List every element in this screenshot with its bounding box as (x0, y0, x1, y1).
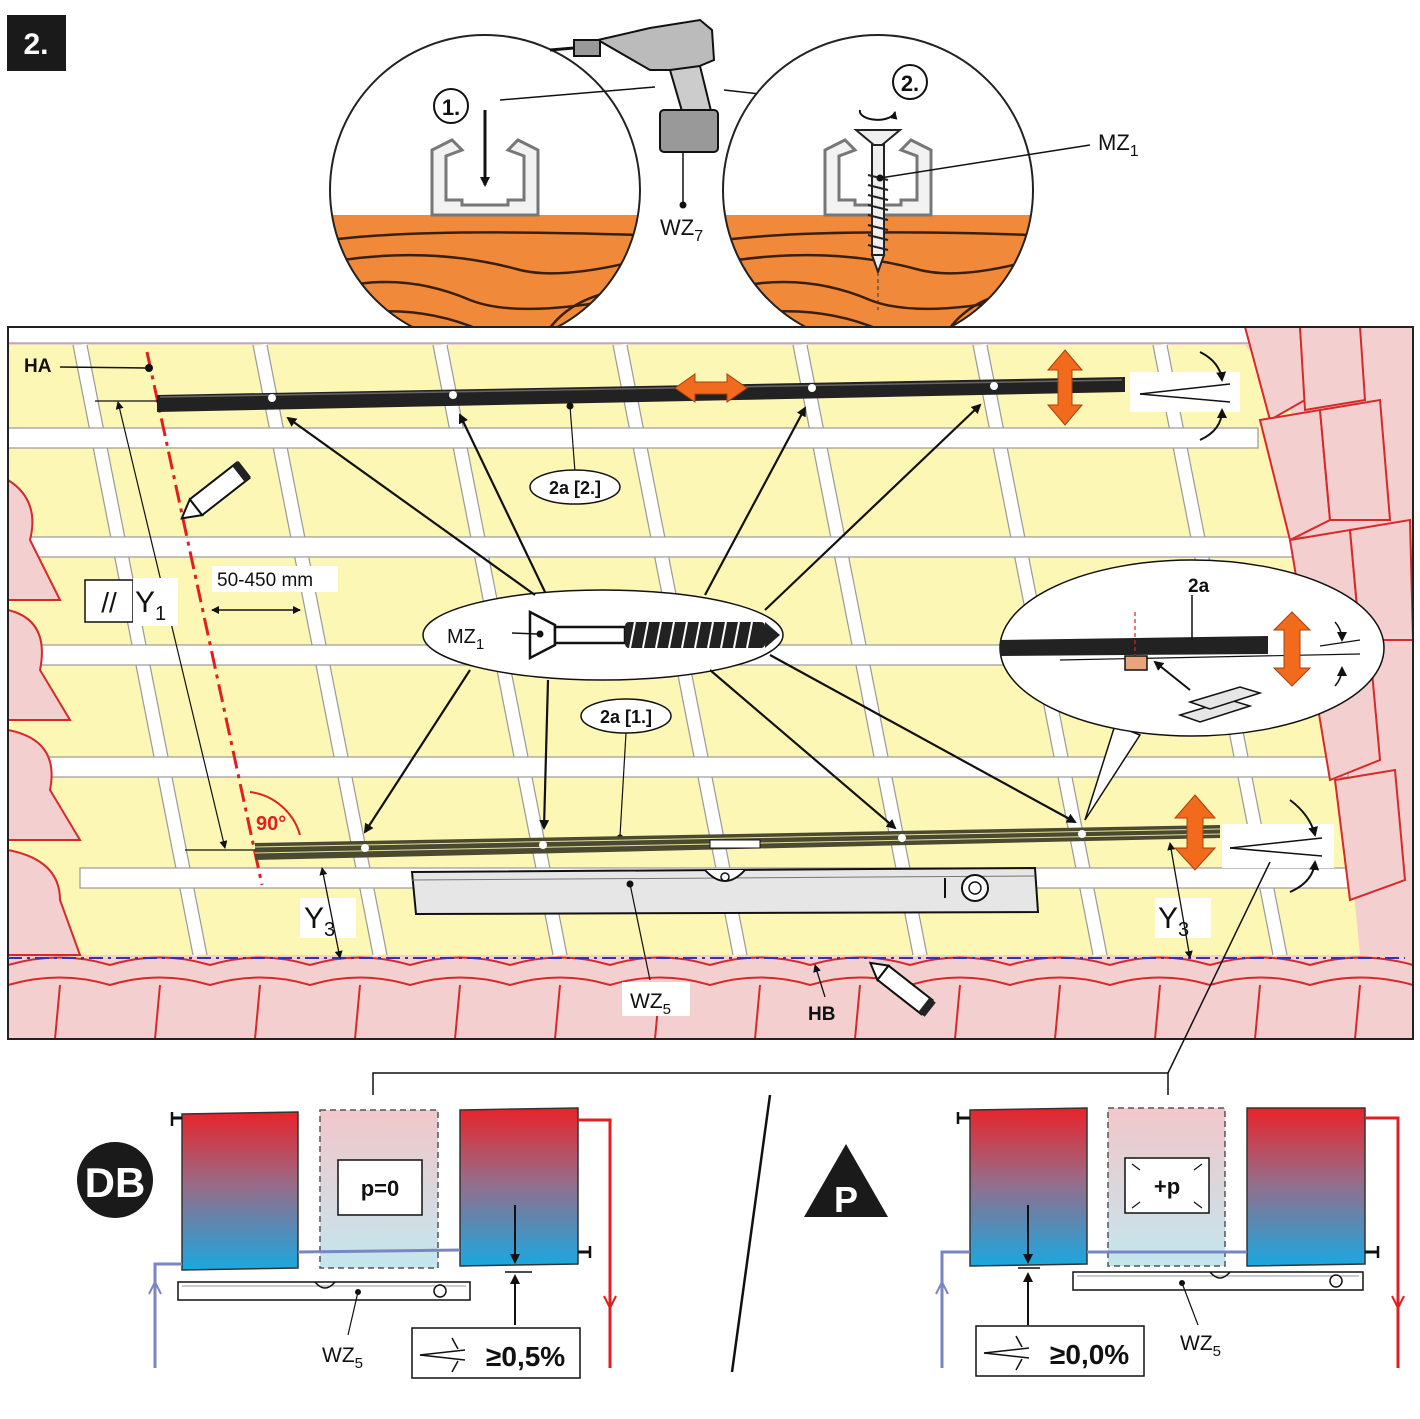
screw-label-top: MZ1 (1098, 130, 1139, 160)
angle-label: 90° (256, 813, 286, 835)
detail-circle-2: 2. MZ1 (722, 34, 1139, 346)
rail-top (95, 377, 1125, 412)
vertical-adjust-arrow (1046, 349, 1084, 426)
y3-dimension-left (319, 867, 343, 959)
screw-position-arrows (286, 403, 1077, 834)
y3-dimension-right (1167, 842, 1193, 959)
rail-profile (430, 138, 540, 217)
rail-bottom (185, 825, 1221, 860)
detail-inset: 2a (999, 559, 1385, 821)
divider-slash (730, 1094, 772, 1373)
shim-plates (1177, 686, 1263, 723)
drill-icon: WZ7 (499, 18, 832, 245)
parallel-symbol: // (101, 587, 117, 618)
pressure-p: +p (1154, 1174, 1180, 1199)
slope-icon (983, 1335, 1030, 1371)
hb-label: HB (808, 1004, 835, 1025)
drill-label: WZ7 (660, 215, 703, 245)
slope-p: ≥0,0% (1050, 1339, 1129, 1370)
step-1-label: 1. (442, 95, 460, 120)
angle-arc (249, 791, 301, 836)
roof-tiles-bottom (7, 956, 1414, 1040)
step-number: 2. (23, 28, 48, 61)
screw-icon (853, 129, 903, 310)
horizontal-adjust-arrow (674, 373, 748, 403)
roof-panel: HA (7, 326, 1415, 1040)
screw-label-center: MZ1 (447, 626, 484, 653)
center-screw-callout: MZ1 (422, 589, 784, 681)
step-badge: 2. (7, 15, 66, 71)
level-label-db: WZ5 (322, 1344, 363, 1372)
rail-top-label: 2a [2.] (549, 478, 601, 498)
slope-gauge-top (1130, 351, 1240, 441)
panel-group-p: P +p WZ5 (804, 1107, 1405, 1377)
slope-gauge-bottom (1222, 799, 1334, 893)
bottom-section: DB p=0 WZ5 (77, 861, 1405, 1379)
level-label-roof: WZ5 (630, 990, 671, 1018)
y1-label: Y1 (135, 586, 166, 625)
rail-bottom-label: 2a [1.] (600, 707, 652, 727)
rail-profile (823, 138, 933, 217)
db-badge: DB (85, 1159, 146, 1206)
detail-circle-1: 1. (329, 34, 641, 346)
spirit-level (410, 866, 1040, 981)
step-2-label: 2. (901, 71, 919, 96)
ha-label: HA (24, 356, 52, 377)
p-badge: P (834, 1179, 858, 1220)
slope-icon (419, 1337, 466, 1373)
slope-db: ≥0,5% (486, 1341, 565, 1372)
inset-label: 2a (1188, 576, 1210, 597)
roof-tiles-left (7, 478, 82, 956)
spacing-label: 50-450 mm (217, 570, 313, 591)
pencil-icon (868, 961, 936, 1017)
panel-group-db: DB p=0 WZ5 (77, 1107, 617, 1379)
pressure-db: p=0 (361, 1176, 400, 1201)
level-label-p: WZ5 (1180, 1332, 1221, 1360)
